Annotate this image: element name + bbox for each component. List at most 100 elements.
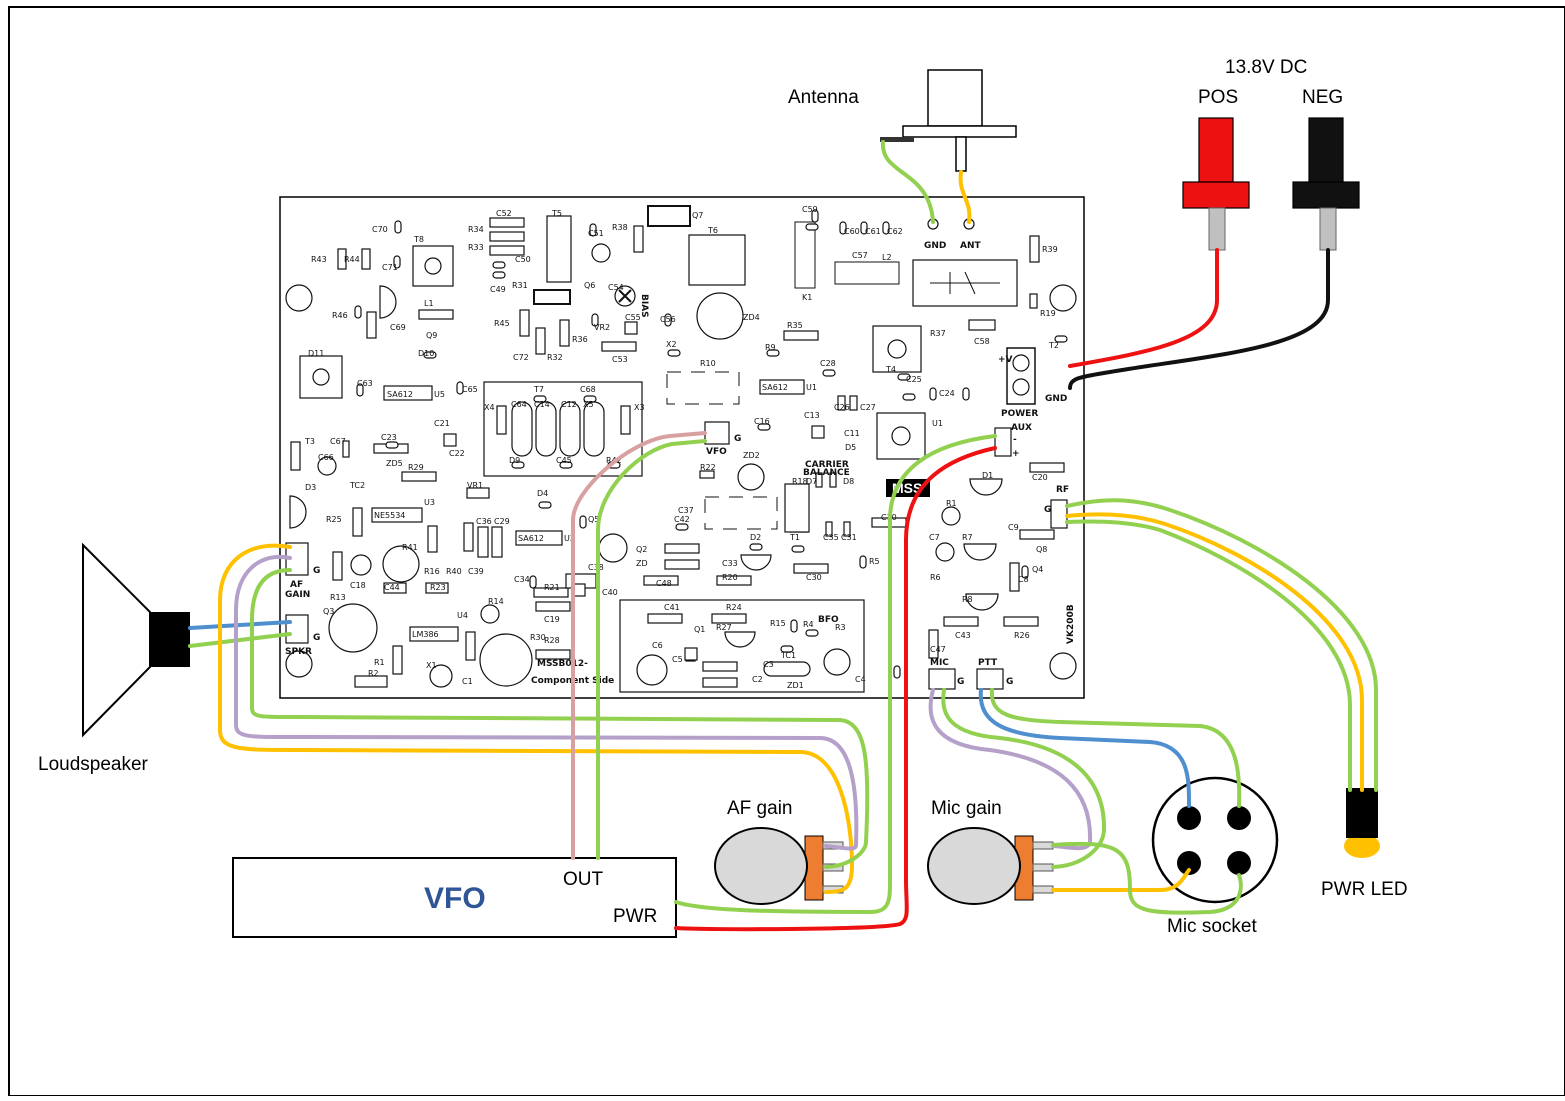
transformer-t5 [546,215,572,283]
ic-ref-u3: U3 [424,498,435,507]
part-reference-label: R19 [1040,309,1056,318]
part-reference-label: D10 [418,349,434,358]
loudspeaker [82,542,190,738]
silk-gnd: GND [924,241,946,251]
trimmer-vr1 [784,483,810,533]
part-reference-label: C58 [974,337,990,346]
label-mic-socket: Mic socket [1167,916,1257,937]
part-reference-label: R4 [803,620,814,629]
silk-rf: RF [1056,485,1069,495]
part-reference-label: C40 [602,588,618,597]
part-reference-label: C64 [511,400,527,409]
part-reference-label: R38 [612,223,628,232]
capacitor-c48 [328,603,378,653]
part-reference-label: R25 [326,515,342,524]
part-reference-label: R20 [722,573,738,582]
part-reference-label: X5 [583,400,594,409]
wire-ptt-green [989,688,1242,808]
part-reference-label: C2 [752,675,763,684]
part-reference-label: D4 [537,489,548,498]
part-reference-label: L1 [424,299,434,308]
part-reference-label: VR1 [467,481,483,490]
transistor-q2 [740,554,772,571]
part-reference-label: C9 [1008,523,1019,532]
part-reference-label: R6 [930,573,941,582]
ic-ref-u5: U5 [434,390,445,399]
transistor-q6 [533,289,571,305]
part-reference-label: C50 [515,255,531,264]
silk-g: G [1044,505,1051,515]
part-reference-label: VR2 [594,323,610,332]
part-reference-label: C63 [357,379,373,388]
part-reference-label: C55 [625,313,641,322]
wire-antenna-gnd [880,140,935,224]
part-reference-label: K1 [802,293,812,302]
part-reference-label: R37 [930,329,946,338]
part-reference-label: ZD5 [386,459,403,468]
part-reference-label: R14 [488,597,504,606]
label-af-gain: AF gain [727,798,792,819]
part-reference-label: C51 [588,229,604,238]
part-reference-label: C38 [588,563,604,572]
silk-bfo: BFO [818,615,839,625]
part-reference-label: R43 [311,255,327,264]
capacitor-c32 [598,533,628,563]
part-reference-label: Q9 [426,331,437,340]
part-reference-label: C41 [664,603,680,612]
part-reference-label: C6 [652,641,663,650]
part-reference-label: R23 [430,583,446,592]
ic-u1 [759,379,805,395]
label-pwr-led: PWR LED [1321,879,1408,900]
label-vfo-out: OUT [563,869,604,890]
transistor-q7 [647,205,691,227]
wire-af-gain-green [250,568,870,869]
part-reference-label: Q2 [636,545,647,554]
part-reference-label: C65 [462,385,478,394]
pcb-board: MSS GND ANT +V GND POWER VFO AUX RF AF G… [279,196,1085,699]
part-reference-label: C20 [1032,473,1048,482]
part-reference-label: R18 [792,477,808,486]
ic-label-u3: NE5534 [374,511,405,520]
part-reference-label: C42 [674,515,690,524]
part-reference-label: T5 [551,209,562,218]
part-reference-label: C14 [534,400,550,409]
ptt-header [976,668,1004,690]
vfo-module [232,857,677,938]
part-reference-label: R35 [787,321,803,330]
part-reference-label: C29 [494,517,510,526]
part-reference-label: C16 [754,417,770,426]
part-reference-label: R24 [726,603,742,612]
label-loudspeaker: Loudspeaker [38,754,149,775]
silk-mic: MIC [930,658,949,668]
part-reference-label: C59 [802,205,818,214]
wire-speaker-b [188,632,292,648]
part-reference-label: R5 [869,557,880,566]
silk-gain: GAIN [285,590,310,600]
part-reference-label: C56 [660,315,676,324]
part-reference-label: R13 [330,593,346,602]
transformer-t6 [688,234,746,286]
af-gain-pot [714,827,844,905]
part-reference-label: T3 [304,437,315,446]
part-reference-label: X2 [666,340,677,349]
part-reference-label: C1 [462,677,473,686]
ic-label-u1: SA612 [762,383,788,392]
part-reference-label: R1 [946,499,957,508]
capacitor-c39 [382,545,420,583]
part-reference-label: R15 [770,619,786,628]
part-reference-label: Q3 [323,607,334,616]
silk-spkr: SPKR [285,647,312,657]
part-reference-label: T4 [885,365,896,374]
part-reference-label: D1 [982,471,993,480]
part-reference-label: R9 [765,343,776,352]
rf-header [1050,499,1068,529]
part-reference-label: T8 [413,235,424,244]
silk-aux: AUX [1011,423,1032,433]
wire-mic-ground [1051,841,1243,915]
transformer-t4 [666,371,740,405]
silk-g: G [957,677,964,687]
part-reference-label: C45 [556,456,572,465]
part-reference-label: C22 [449,449,465,458]
part-reference-label: D11 [308,349,324,358]
part-reference-label: R33 [468,243,484,252]
